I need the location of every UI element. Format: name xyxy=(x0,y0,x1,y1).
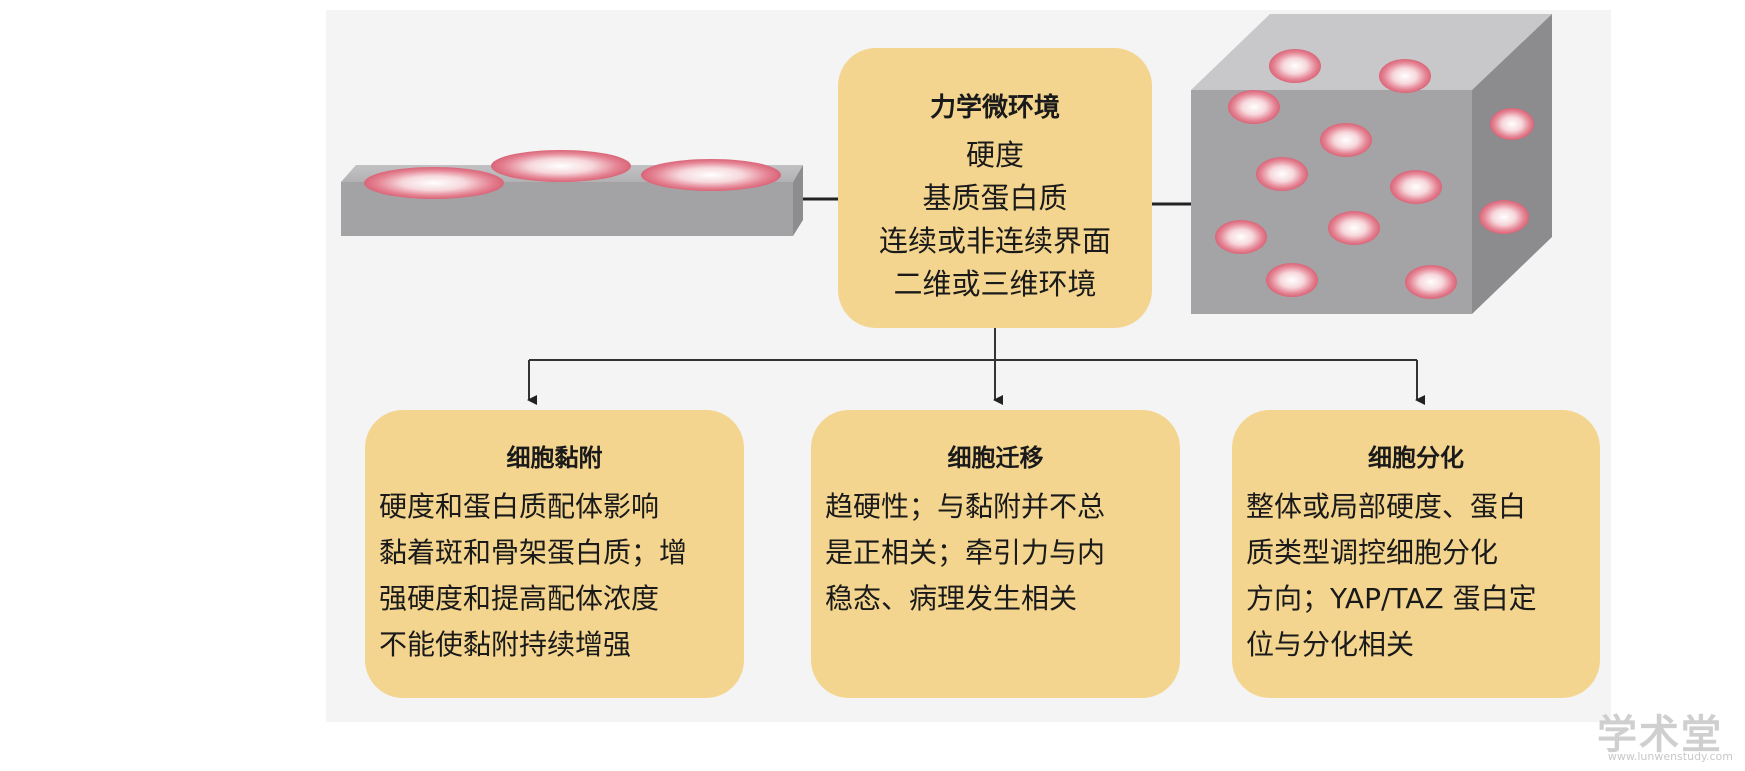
cell-adhesion-box: 细胞黏附 硬度和蛋白质配体影响 黏着斑和骨架蛋白质；增 强硬度和提高配体浓度 不… xyxy=(365,410,744,698)
box-body: 硬度和蛋白质配体影响 黏着斑和骨架蛋白质；增 强硬度和提高配体浓度 不能使黏附持… xyxy=(365,484,744,668)
body-line: 质类型调控细胞分化 xyxy=(1246,536,1499,569)
body-line: 方向；YAP/TAZ 蛋白定 xyxy=(1246,582,1537,615)
center-line: 二维或三维环境 xyxy=(893,267,1097,301)
cell-differentiation-box: 细胞分化 整体或局部硬度、蛋白 质类型调控细胞分化 方向；YAP/TAZ 蛋白定… xyxy=(1232,410,1600,698)
box-title: 细胞迁移 xyxy=(947,444,1044,472)
center-line: 基质蛋白质 xyxy=(922,181,1068,215)
watermark-logo: 学术堂 xyxy=(1597,712,1723,758)
watermark-url: www.lunwenstudy.com xyxy=(1607,750,1733,763)
box-body: 整体或局部硬度、蛋白 质类型调控细胞分化 方向；YAP/TAZ 蛋白定 位与分化… xyxy=(1232,484,1600,668)
body-line: 趋硬性；与黏附并不总 xyxy=(825,490,1106,523)
box-title: 细胞分化 xyxy=(1368,444,1464,472)
body-line: 位与分化相关 xyxy=(1246,628,1415,661)
box-title: 细胞黏附 xyxy=(506,444,603,472)
body-line: 黏着斑和骨架蛋白质；增 xyxy=(379,536,688,569)
center-line: 硬度 xyxy=(965,138,1024,172)
mechanical-microenvironment-box: 力学微环境 硬度 基质蛋白质 连续或非连续界面 二维或三维环境 xyxy=(838,48,1152,328)
body-line: 硬度和蛋白质配体影响 xyxy=(379,490,660,523)
body-line: 是正相关；牵引力与内 xyxy=(825,536,1106,569)
center-title: 力学微环境 xyxy=(929,93,1060,123)
box-body: 趋硬性；与黏附并不总 是正相关；牵引力与内 稳态、病理发生相关 xyxy=(811,484,1180,622)
body-line: 不能使黏附持续增强 xyxy=(379,628,632,661)
body-line: 稳态、病理发生相关 xyxy=(825,582,1078,615)
cell-migration-box: 细胞迁移 趋硬性；与黏附并不总 是正相关；牵引力与内 稳态、病理发生相关 xyxy=(811,410,1180,698)
center-line: 连续或非连续界面 xyxy=(878,224,1111,258)
body-line: 整体或局部硬度、蛋白 xyxy=(1246,490,1527,523)
body-line: 强硬度和提高配体浓度 xyxy=(379,582,660,615)
